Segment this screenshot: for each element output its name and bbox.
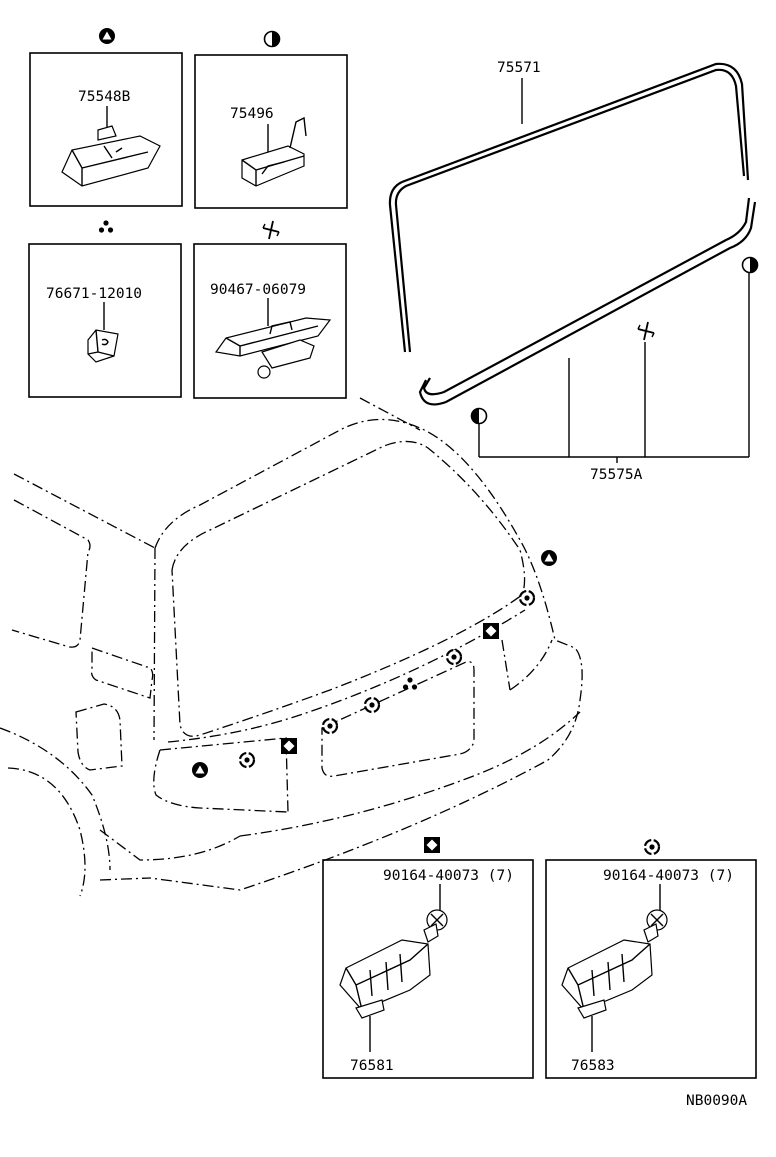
part-label-75496: 75496 xyxy=(230,106,274,122)
part-label-90164-40073-a: 90164-40073 (7) xyxy=(383,868,514,884)
callout-box-76671-12010: 76671-12010 xyxy=(28,220,182,398)
diamond-symbol-icon xyxy=(281,738,297,754)
callout-box-90467-06079: 90467-06079 xyxy=(193,220,347,399)
part-label-75548B: 75548B xyxy=(78,89,131,105)
diamond-symbol-icon xyxy=(424,837,440,853)
part-label-75575A: 75575A xyxy=(590,467,643,483)
triangle-symbol-icon xyxy=(541,550,557,566)
pinwheel-symbol-icon xyxy=(262,220,280,240)
callout-box-76581: 90164-40073 (7) 76581 xyxy=(322,837,534,1079)
half-circle-symbol-icon xyxy=(741,256,759,274)
part-label-90164-40073-b: 90164-40073 (7) xyxy=(603,868,734,884)
three-dots-symbol-icon xyxy=(402,677,418,690)
ring-symbol-icon xyxy=(363,696,381,714)
callout-box-76583: 90164-40073 (7) 76583 xyxy=(545,838,757,1079)
triangle-symbol-icon xyxy=(192,762,208,778)
part-label-76583: 76583 xyxy=(571,1058,615,1074)
triangle-symbol-icon xyxy=(99,28,115,44)
ring-symbol-icon xyxy=(445,648,463,666)
ring-symbol-icon xyxy=(518,589,536,607)
ring-symbol-icon xyxy=(643,838,661,856)
callout-box-75548B: 75548B xyxy=(29,28,183,207)
part-label-75571: 75571 xyxy=(497,60,541,76)
callout-box-75496: 75496 xyxy=(194,30,348,209)
diamond-symbol-icon xyxy=(483,623,499,639)
part-label-76671-12010: 76671-12010 xyxy=(46,286,142,302)
ring-symbol-icon xyxy=(321,717,339,735)
half-circle-symbol-icon xyxy=(470,407,488,425)
half-circle-symbol-icon xyxy=(263,30,281,48)
ring-symbol-icon xyxy=(238,751,256,769)
pinwheel-symbol-icon xyxy=(637,321,655,341)
part-label-76581: 76581 xyxy=(350,1058,394,1074)
glass-moulding-group: 75571 75575A xyxy=(388,60,759,483)
drawing-code: NB0090A xyxy=(686,1093,747,1109)
vehicle-outline xyxy=(0,397,583,897)
three-dots-symbol-icon xyxy=(98,220,114,233)
part-label-90467-06079: 90467-06079 xyxy=(210,282,306,298)
